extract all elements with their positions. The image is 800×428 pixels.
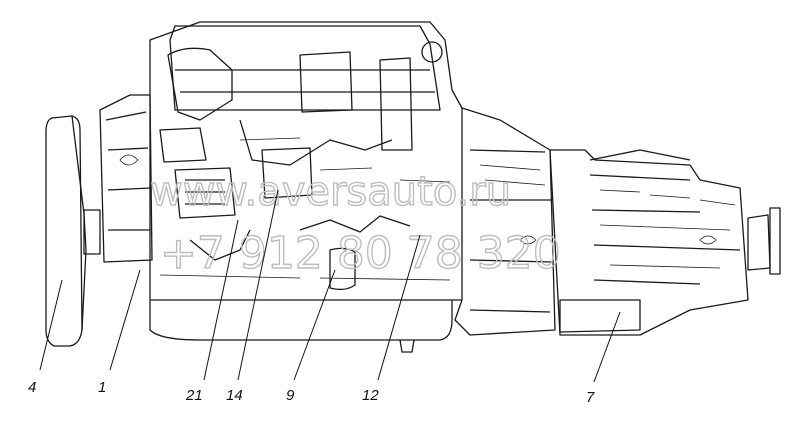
leader-4	[39, 279, 63, 371]
gearbox-top-cover	[589, 149, 691, 161]
watermark-phone: +7 912 80 78 320	[160, 228, 561, 279]
leader-lines	[39, 189, 621, 383]
pulley-rim	[71, 115, 87, 331]
callout-4: 4	[28, 379, 36, 396]
front-cover	[99, 94, 153, 263]
leader-7	[593, 311, 621, 383]
callout-7: 7	[586, 389, 595, 406]
callout-21: 21	[185, 387, 203, 404]
output-flange	[747, 214, 771, 271]
leader-12	[377, 234, 421, 381]
engine-drawing	[45, 21, 781, 353]
cylinder-head	[169, 25, 441, 111]
leader-21	[203, 219, 239, 381]
injection-pump	[174, 167, 236, 219]
gearbox	[549, 149, 749, 336]
callout-14: 14	[226, 387, 243, 404]
callout-labels: 4 1 21 14 9 12 7	[28, 379, 595, 406]
callout-9: 9	[286, 387, 295, 404]
bell-housing	[454, 107, 556, 336]
fuel-filter	[261, 147, 313, 199]
callout-12: 12	[362, 387, 379, 404]
callout-1: 1	[98, 379, 106, 396]
oil-pan	[149, 300, 453, 341]
pulley-disc	[45, 115, 83, 347]
oil-filter	[329, 247, 356, 291]
pulley-hub	[83, 209, 101, 255]
engine-block	[149, 21, 463, 301]
intake-manifold	[167, 47, 233, 121]
leader-9	[293, 269, 336, 381]
leader-1	[109, 269, 141, 371]
leader-14	[237, 189, 279, 381]
watermark-site: www.aversauto.ru	[150, 169, 511, 215]
